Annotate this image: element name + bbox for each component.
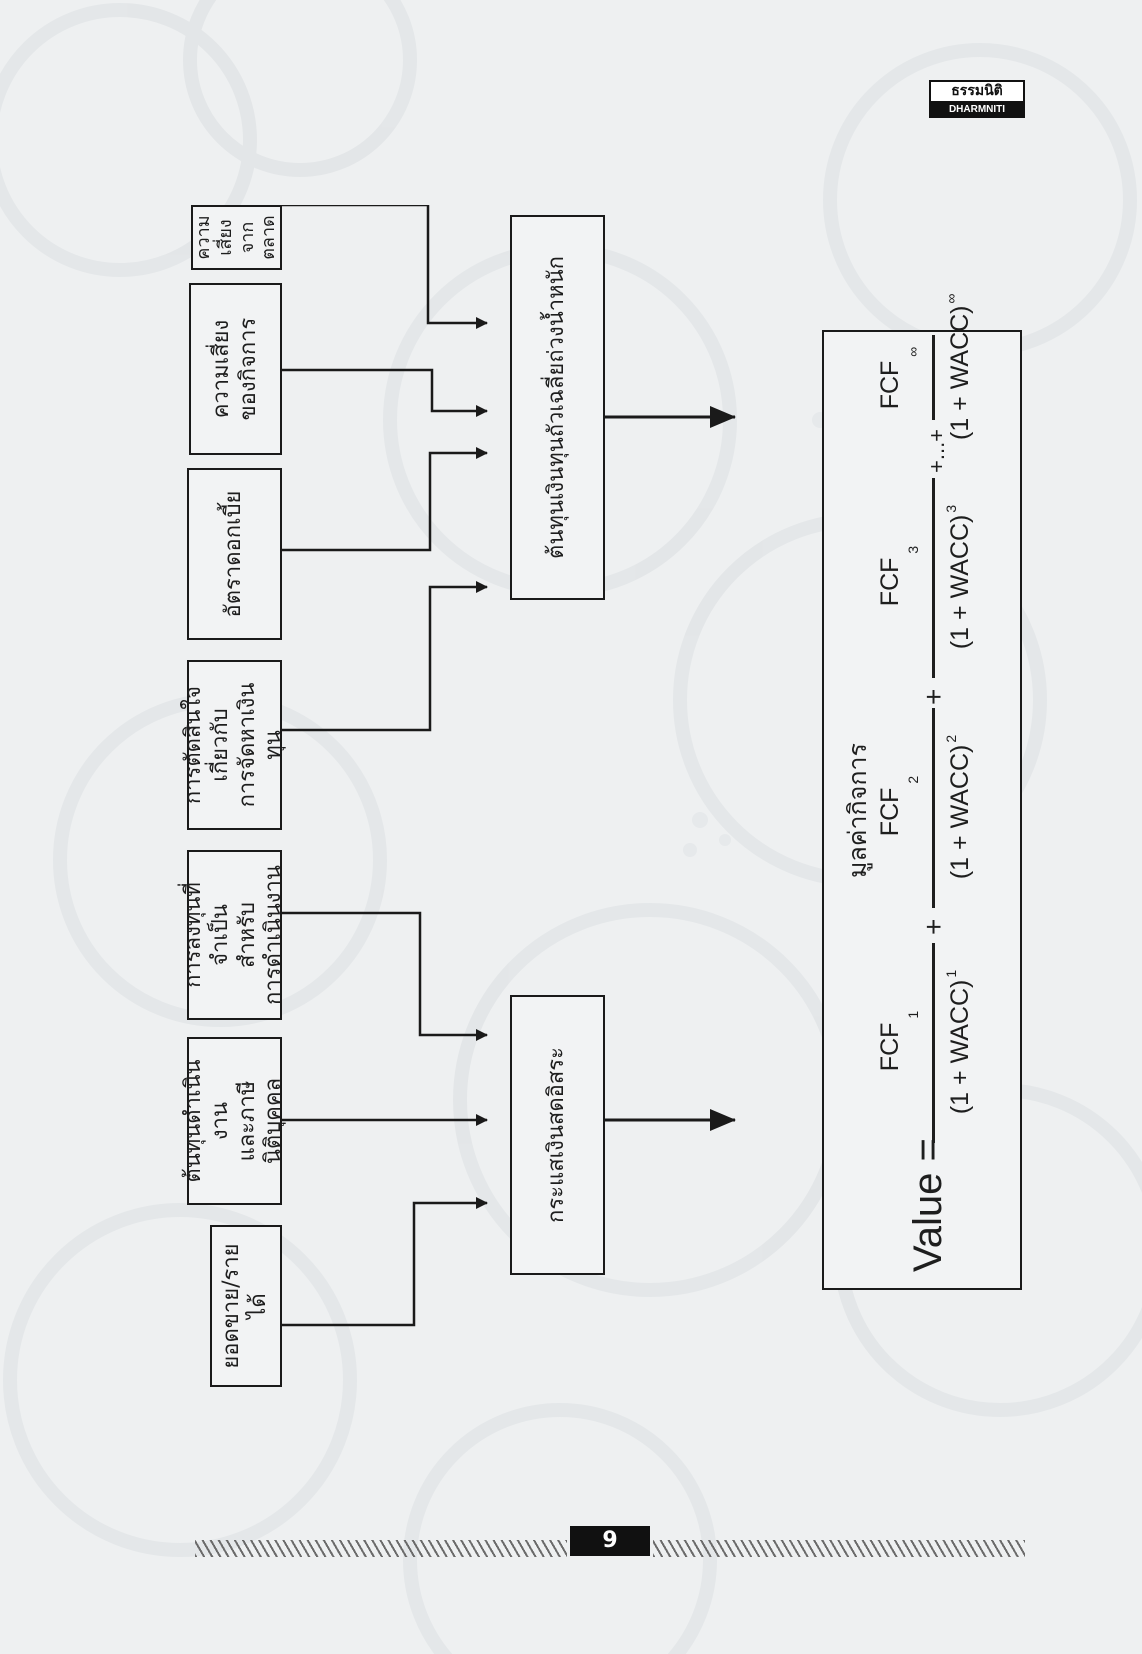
input-box-sales: ยอดขาย/รายได้ xyxy=(210,1225,282,1387)
wacc-label: ต้นทุนเงินทุนถัวเฉลี่ยถ่วงน้ำหนัก xyxy=(544,256,570,559)
connector-financing-to-wacc xyxy=(282,581,488,732)
free-cash-flow-label: กระแสเงินสดอิสระ xyxy=(544,1047,570,1223)
plus-operator-1: + xyxy=(918,918,949,935)
input-label-required-investment: การลงทุนที่จำเป็น สำหรับ การดำเนินงาน xyxy=(180,865,287,1005)
input-box-business-risk: ความเสี่ยง ของกิจการ xyxy=(189,283,282,455)
connector-interest-to-wacc xyxy=(282,447,488,552)
term-2-subscript: 2 xyxy=(905,775,921,784)
fraction-bar xyxy=(932,708,935,908)
input-label-market-risk: ความเสี่ยงจากตลาด xyxy=(192,215,280,260)
term-1-numerator: FCF xyxy=(876,1022,904,1072)
term-1-exponent: 1 xyxy=(943,969,959,978)
wacc-box: ต้นทุนเงินทุนถัวเฉลี่ยถ่วงน้ำหนัก xyxy=(510,215,605,600)
term-1-subscript: 1 xyxy=(905,1010,921,1019)
term-2-denominator: (1 + WACC) xyxy=(946,744,974,880)
input-label-operating-cost: ต้นทุนดำเนินงาน และภาษีนิติบุคคล xyxy=(180,1059,287,1183)
plus-operator-2: + xyxy=(918,688,949,705)
fraction-bar xyxy=(932,335,935,420)
connector-invest-to-fcf xyxy=(282,911,488,1041)
term-3-subscript: 3 xyxy=(905,545,921,554)
footer-hatch-left xyxy=(195,1540,567,1557)
term-3-numerator: FCF xyxy=(876,557,904,607)
publisher-logo-thai: ธรรมนิติ xyxy=(951,83,1003,99)
publisher-logo-english: DHARMNITI xyxy=(931,101,1023,118)
term-infinity-subscript: ∞ xyxy=(905,346,921,357)
input-box-required-investment: การลงทุนที่จำเป็น สำหรับ การดำเนินงาน xyxy=(181,850,286,1020)
term-infinity-numerator: FCF xyxy=(876,360,904,410)
free-cash-flow-box: กระแสเงินสดอิสระ xyxy=(510,995,605,1275)
value-label: Value = xyxy=(906,1138,950,1272)
connector-sales-to-fcf xyxy=(282,1197,488,1327)
fraction-term-infinity: FCF∞ (1 + WACC)∞ xyxy=(876,294,1026,520)
connector-lines xyxy=(282,205,736,1327)
fraction-term-1: FCF1 (1 + WACC)1 xyxy=(876,943,1026,1143)
page-number: 9 xyxy=(570,1526,650,1556)
input-label-business-risk: ความเสี่ยง ของกิจการ xyxy=(208,317,261,421)
input-label-interest-rate: อัตราดอกเบี้ย xyxy=(221,490,247,618)
connector-mktrisk-to-wacc xyxy=(282,205,488,329)
enterprise-value-title: มูลค่ากิจการ xyxy=(843,743,872,878)
input-box-operating-cost: ต้นทุนดำเนินงาน และภาษีนิติบุคคล xyxy=(181,1037,286,1205)
fraction-term-2: FCF2 (1 + WACC)2 xyxy=(876,708,1026,908)
term-2-exponent: 2 xyxy=(943,734,959,743)
publisher-logo: ธรรมนิติ DHARMNITI xyxy=(929,80,1025,118)
term-infinity-exponent: ∞ xyxy=(943,293,959,304)
input-box-financing-decision: การตัดสินใจ เกี่ยวกับ การจัดหาเงินทุน xyxy=(181,660,286,830)
connector-bizrisk-to-wacc xyxy=(282,368,488,417)
footer-hatch-right xyxy=(653,1540,1025,1557)
term-1-denominator: (1 + WACC) xyxy=(946,979,974,1115)
fraction-bar xyxy=(932,943,935,1143)
enterprise-value-formula-box: มูลค่ากิจการ Value = FCF1 (1 + WACC)1 + … xyxy=(822,294,1022,1290)
input-box-interest-rate: อัตราดอกเบี้ย xyxy=(187,468,282,640)
input-label-financing-decision: การตัดสินใจ เกี่ยวกับ การจัดหาเงินทุน xyxy=(180,682,287,808)
input-label-sales: ยอดขาย/รายได้ xyxy=(219,1243,271,1369)
term-3-denominator: (1 + WACC) xyxy=(946,514,974,650)
input-box-market-risk: ความเสี่ยงจากตลาด xyxy=(191,205,282,270)
valuation-flow-diagram: ยอดขาย/รายได้ ต้นทุนดำเนินงาน และภาษีนิต… xyxy=(160,205,1022,1475)
term-2-numerator: FCF xyxy=(876,787,904,837)
term-infinity-denominator: (1 + WACC) xyxy=(946,305,974,441)
